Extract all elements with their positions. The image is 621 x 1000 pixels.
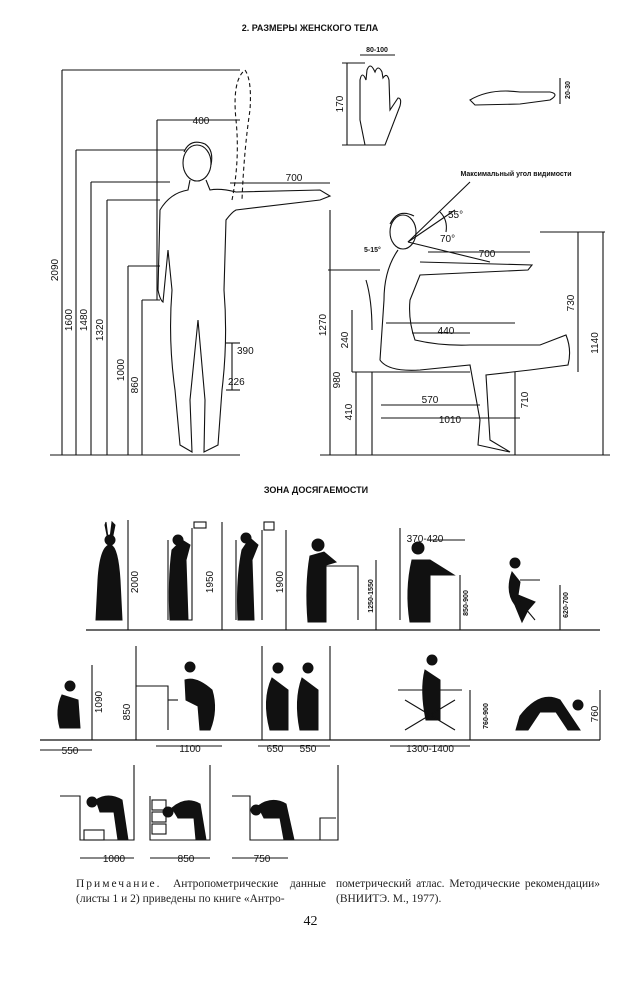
dim-226: 226: [228, 377, 245, 388]
reach-1900: 1900: [275, 570, 286, 593]
seated-dim-240: 240: [340, 331, 351, 348]
standing-figure: [50, 69, 332, 456]
seated-figure: [320, 181, 610, 456]
page-title: 2. РАЗМЕРЫ ЖЕНСКОГО ТЕЛА: [242, 23, 379, 33]
reach-370-420: 370-420: [407, 534, 444, 545]
dim-1480: 1480: [79, 308, 90, 331]
reach-550b: 550: [300, 744, 317, 755]
note-left-text: Антропометрические данные (листы 1 и 2) …: [76, 878, 326, 905]
reach-1250-1550: 1250-1550: [368, 579, 375, 613]
reach-row-2: [40, 654, 600, 741]
reach-1100: 1100: [179, 744, 201, 755]
dim-1320: 1320: [95, 318, 106, 341]
reach-760-900: 760-900: [483, 703, 490, 729]
reach-850-900: 850-900: [463, 590, 470, 616]
reach-1950: 1950: [205, 570, 216, 593]
seated-dim-570: 570: [422, 395, 439, 406]
hand-thickness: 20-30: [565, 81, 572, 99]
dim-1600: 1600: [64, 308, 75, 331]
page-number: 42: [303, 914, 318, 929]
reach-zone-title: ЗОНА ДОСЯГАЕМОСТИ: [264, 485, 368, 495]
reach-620-700: 620-700: [563, 592, 570, 618]
dim-1000: 1000: [116, 358, 127, 381]
reach-1300-1400: 1300-1400: [406, 744, 454, 755]
seated-dim-710: 710: [520, 391, 531, 408]
seated-dim-1010: 1010: [439, 415, 462, 426]
dim-2090: 2090: [50, 258, 61, 281]
dim-400: 400: [193, 116, 210, 127]
hand-figure: [342, 54, 561, 146]
note-lead: Примечание.: [76, 878, 162, 890]
seated-dim-730: 730: [566, 294, 577, 311]
reach-row-1: [86, 520, 600, 631]
reach-550a: 550: [62, 746, 79, 757]
seated-dim-1140: 1140: [590, 332, 601, 354]
reach-1090: 1090: [94, 690, 105, 713]
hand-height: 170: [335, 95, 346, 112]
note-right: пометрический атлас. Методические рекоме…: [336, 878, 600, 905]
dim-860: 860: [130, 376, 141, 393]
hand-width: 80-100: [366, 47, 388, 54]
reach-2000: 2000: [130, 570, 141, 593]
angle-55: 55°: [448, 210, 463, 221]
reach-650: 650: [267, 744, 284, 755]
angle-5-15: 5-15°: [364, 246, 381, 254]
seated-dim-440: 440: [438, 326, 455, 337]
reach-850a: 850: [122, 703, 133, 720]
seated-dim-410: 410: [344, 403, 355, 420]
reach-850b: 850: [178, 854, 195, 865]
angle-70: 70°: [440, 234, 455, 245]
note-left: Примечание. Антропометрические данные (л…: [76, 877, 326, 907]
reach-760: 760: [590, 705, 601, 722]
seated-dim-980: 980: [332, 371, 343, 388]
reach-row-3: [86, 795, 295, 841]
dim-700: 700: [286, 173, 303, 184]
seated-dim-1270: 1270: [318, 313, 329, 336]
reach-1000: 1000: [103, 854, 126, 865]
reach-750: 750: [254, 854, 271, 865]
dim-390: 390: [237, 346, 254, 357]
seated-dim-700: 700: [479, 249, 496, 260]
max-view-angle-label: Максимальный угол видимости: [460, 170, 571, 178]
